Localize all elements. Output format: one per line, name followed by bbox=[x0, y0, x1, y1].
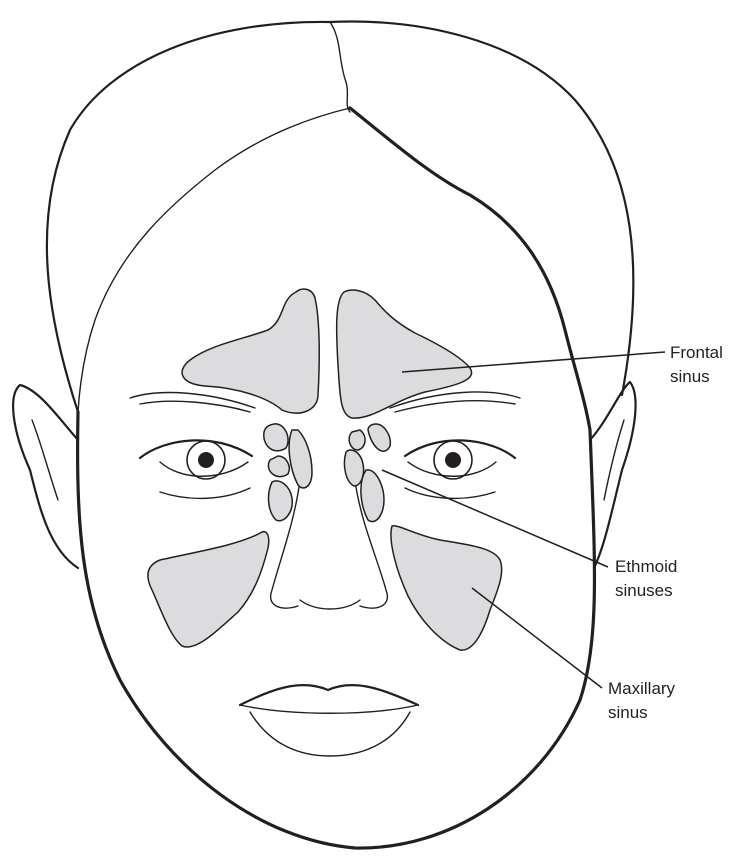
maxillary-sinus-left bbox=[148, 532, 269, 647]
ethmoid-label: Ethmoid sinuses bbox=[615, 557, 682, 600]
maxillary-leader-line bbox=[472, 588, 602, 688]
frontal-label: Frontal sinus bbox=[670, 343, 728, 386]
leader-lines bbox=[382, 352, 665, 688]
maxillary-label: Maxillary sinus bbox=[608, 679, 680, 722]
left-ear bbox=[13, 385, 78, 568]
face-outline bbox=[13, 382, 635, 848]
maxillary-sinus-right bbox=[391, 526, 502, 650]
eyebrows bbox=[130, 392, 520, 412]
frontal-sinus-right bbox=[337, 290, 472, 418]
ethmoid-sinuses bbox=[264, 424, 391, 522]
maxillary-sinus bbox=[148, 526, 502, 650]
right-ear bbox=[590, 382, 636, 568]
mouth bbox=[240, 685, 418, 756]
left-eye bbox=[140, 440, 252, 498]
right-eye bbox=[405, 440, 515, 498]
labels: Frontal sinus Ethmoid sinuses Maxillary … bbox=[608, 343, 728, 722]
